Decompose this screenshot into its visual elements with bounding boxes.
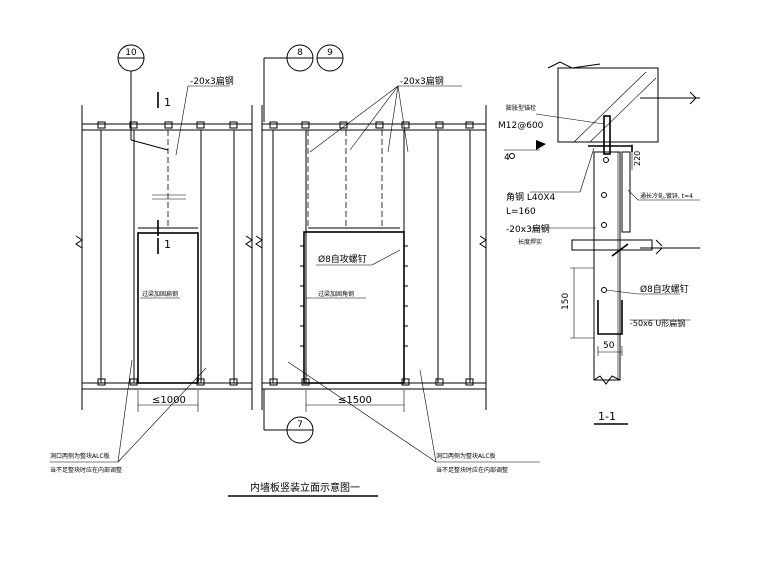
dim-left: ≤1000: [152, 395, 186, 406]
flat-bar-label-mid: -20x3扁钢: [400, 75, 444, 87]
note-right-2: 当不足整块时应在内部调整: [436, 466, 508, 474]
frame-label-left: 过梁加固扁钢: [142, 290, 178, 298]
bottom-fasteners-left: [97, 378, 238, 386]
section-dim-220: 220: [633, 151, 642, 166]
section-weld: 4: [504, 153, 510, 163]
section-angle-length: L=160: [506, 207, 536, 217]
screw-label-mid: Ø8自攻螺钉: [318, 253, 367, 265]
bubble-8-label: 8: [297, 48, 303, 58]
section-full-weld: 长度焊实: [518, 238, 542, 246]
bubble-9-label: 9: [327, 48, 333, 58]
section-dim-150: 150: [561, 293, 571, 310]
note-left-1: 洞口两侧为整块ALC板: [50, 452, 110, 460]
middle-elevation: [157, 44, 540, 463]
frame-label-mid: 过梁加固角钢: [318, 290, 354, 298]
section-screw: Ø8自攻螺钉: [640, 283, 689, 295]
section-cold-plate: 通长冷轧,镀锌, t=4: [640, 192, 693, 200]
main-title: 内墙板竖装立面示意图一: [250, 481, 360, 494]
dim-mid: ≤1500: [338, 395, 372, 406]
section-mark-top: 1: [164, 96, 171, 109]
bubble-7-label: 7: [297, 420, 303, 430]
section-anchor-spec: M12@600: [498, 121, 544, 131]
section-flat: -20x3扁钢: [506, 223, 550, 235]
bottom-fasteners-mid: [269, 378, 474, 386]
bubble-10-label: 10: [125, 48, 137, 58]
section-angle: 角钢 L40X4: [506, 191, 555, 203]
flat-bar-label-left: -20x3扁钢: [190, 75, 234, 87]
left-elevation: [50, 44, 253, 463]
section-mark-mid: 1: [164, 238, 171, 251]
note-left-2: 当不足整块时应在内部调整: [50, 466, 122, 474]
section-dim-50: 50: [603, 341, 615, 351]
section-u-steel: -50x6 U形扁钢: [630, 318, 685, 328]
section-anchor: 膨胀型锚栓: [506, 104, 536, 112]
section-title: 1-1: [598, 410, 616, 423]
screw-ticks: [300, 245, 408, 347]
section-1-1: [504, 61, 700, 425]
top-fasteners-left: [97, 121, 238, 129]
note-right-1: 洞口两侧为整块ALC板: [436, 452, 496, 460]
top-fasteners-mid: [269, 121, 474, 129]
